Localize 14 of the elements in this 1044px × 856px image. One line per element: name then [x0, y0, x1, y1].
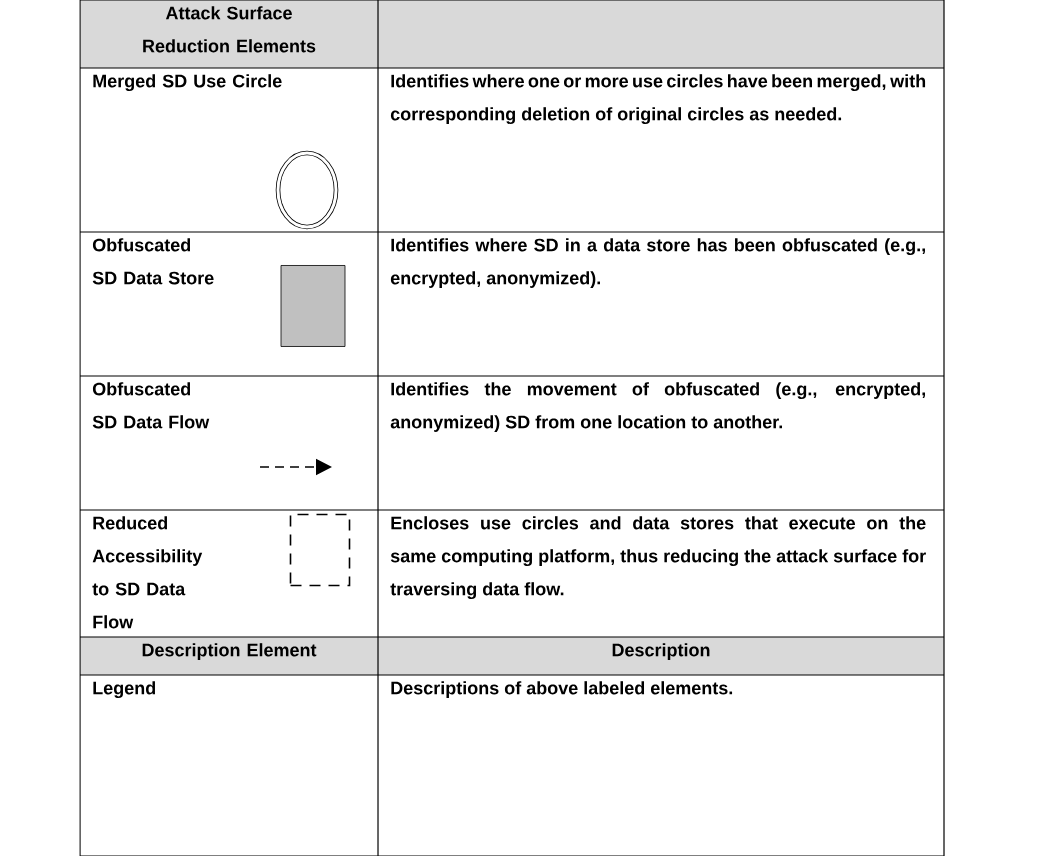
square-symbol [280, 265, 346, 347]
description-text: Encloses use circles and data stores that execute on the same computing platform, thus reducing the attack surface for traversing data flow. [390, 516, 926, 600]
double-circle-symbol [275, 150, 339, 230]
row-label: Obfuscated SD Data Flow [92, 382, 210, 429]
description-text: Descriptions of above labeled elements. [391, 681, 733, 698]
description-text: Identifies where SD in a data store has been obfuscated (e.g., encrypted, anonymized). [390, 238, 925, 288]
description-text: Identifies the movement of obfuscated (e.g., encrypted, anonymized) SD from one location to another. [390, 382, 925, 432]
row-label: Merged SD Use Circle [93, 74, 282, 92]
description-text: Identifies where one or more use circles have been merged, with corresponding deletion of original circles as needed. [390, 74, 926, 125]
row-label: Legend [93, 681, 156, 699]
row-label: Reduced Accessibility to SD Data Flow [92, 516, 203, 629]
dashed-box-symbol [289, 513, 351, 587]
row-label: Obfuscated SD Data Store [92, 238, 214, 285]
header-cell: Attack Surface Reduction Elements [80, 0, 378, 68]
